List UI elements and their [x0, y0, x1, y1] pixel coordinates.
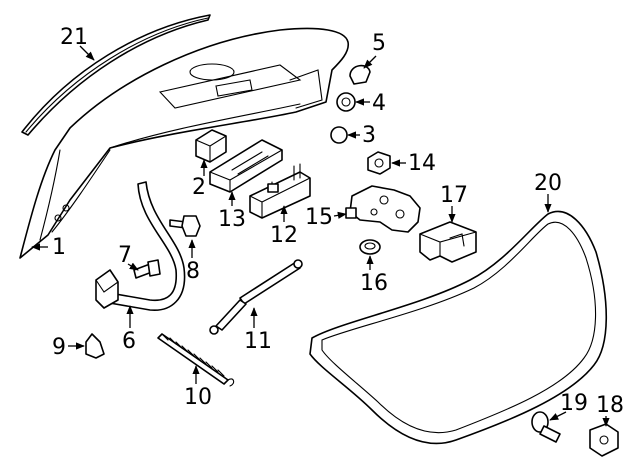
part-12-switch [249, 163, 311, 219]
svg-text:11: 11 [244, 329, 272, 354]
part-5-cap [349, 64, 371, 85]
svg-text:3: 3 [362, 123, 376, 148]
part-17-striker-cover [419, 221, 477, 263]
callout-12: 12 [270, 205, 298, 248]
svg-text:10: 10 [184, 385, 212, 410]
svg-text:12: 12 [270, 223, 298, 248]
part-7-bolt [133, 259, 161, 279]
callout-13: 13 [218, 191, 246, 232]
part-6-hinge [95, 181, 186, 311]
part-2-bump-stop [195, 129, 227, 163]
callout-20: 20 [534, 171, 562, 213]
callout-21: 21 [60, 25, 95, 61]
callout-2: 2 [192, 159, 208, 200]
svg-text:6: 6 [122, 329, 136, 354]
callout-6: 6 [122, 305, 136, 354]
callout-9: 9 [52, 335, 85, 360]
part-13-bracket [209, 139, 283, 193]
svg-text:4: 4 [372, 91, 386, 116]
callout-4: 4 [355, 91, 386, 116]
callout-5: 5 [363, 31, 386, 69]
svg-text:8: 8 [186, 259, 200, 284]
part-11-gas-strut [209, 259, 303, 335]
svg-text:9: 9 [52, 335, 66, 360]
svg-text:18: 18 [596, 393, 624, 418]
svg-text:19: 19 [560, 391, 588, 416]
part-1-trunk-lid [19, 27, 350, 259]
part-21-strip [21, 14, 211, 136]
part-10-spring [157, 333, 235, 387]
svg-text:2: 2 [192, 175, 206, 200]
part-16-grommet [359, 239, 381, 255]
svg-text:13: 13 [218, 207, 246, 232]
svg-text:16: 16 [360, 271, 388, 296]
svg-text:20: 20 [534, 171, 562, 196]
svg-text:21: 21 [60, 25, 88, 50]
svg-text:17: 17 [440, 183, 468, 208]
callout-11: 11 [244, 307, 272, 354]
part-18-bracket [589, 423, 619, 457]
callout-19: 19 [549, 391, 588, 421]
svg-text:5: 5 [372, 31, 386, 56]
callout-16: 16 [360, 255, 388, 296]
callout-18: 18 [596, 393, 624, 427]
svg-text:1: 1 [52, 235, 66, 260]
part-19-bolt [531, 411, 561, 443]
callout-7: 7 [118, 243, 139, 271]
part-9-clip [85, 333, 105, 359]
svg-text:14: 14 [408, 151, 436, 176]
svg-text:7: 7 [118, 243, 132, 268]
part-15-latch [345, 185, 421, 233]
part-3-plug [330, 126, 348, 144]
callout-8: 8 [186, 239, 200, 284]
callout-14: 14 [391, 151, 436, 176]
part-20-seal [309, 210, 608, 445]
part-8-bolt [169, 215, 201, 237]
callout-3: 3 [347, 123, 376, 148]
part-14-nut [367, 151, 391, 175]
svg-text:15: 15 [305, 205, 333, 230]
callout-10: 10 [184, 365, 212, 410]
callout-1: 1 [31, 235, 66, 260]
callout-15: 15 [305, 205, 347, 230]
callout-17: 17 [440, 183, 468, 223]
part-4-grommet [336, 92, 356, 112]
